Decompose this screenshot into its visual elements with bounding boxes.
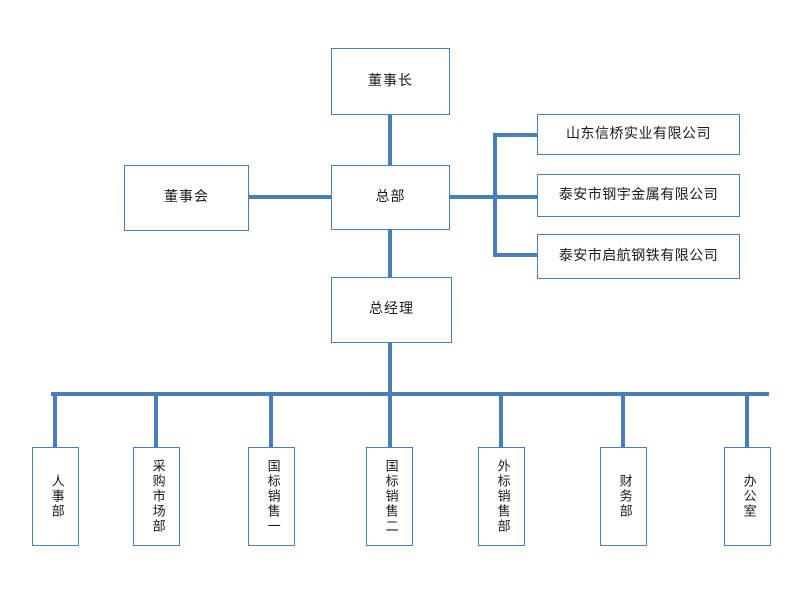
connector-department-drop-1 bbox=[53, 392, 57, 448]
node-department-gb-sales-1[interactable]: 国标销售一 bbox=[248, 447, 295, 546]
node-department-gb-sales-2-label: 国标销售二 bbox=[382, 459, 398, 534]
connector-subsidiary-branch-1 bbox=[493, 133, 539, 137]
node-subsidiary-3-label: 泰安市启航钢铁有限公司 bbox=[558, 247, 719, 264]
connector-board-to-headquarters bbox=[248, 195, 332, 199]
connector-general-manager-to-department-bus bbox=[388, 342, 392, 396]
connector-department-drop-5 bbox=[499, 392, 503, 448]
node-headquarters-label: 总部 bbox=[375, 188, 406, 205]
node-department-office[interactable]: 办公室 bbox=[724, 447, 771, 546]
connector-subsidiary-branch-2 bbox=[493, 195, 539, 199]
node-chairman[interactable]: 董事长 bbox=[331, 48, 450, 115]
node-department-procurement-market[interactable]: 采购市场部 bbox=[133, 447, 180, 546]
node-department-procurement-market-label: 采购市场部 bbox=[149, 459, 165, 534]
connector-department-drop-4 bbox=[388, 392, 392, 448]
node-subsidiary-2-label: 泰安市钢宇金属有限公司 bbox=[558, 186, 719, 203]
connector-subsidiary-branch-3 bbox=[493, 253, 539, 257]
node-subsidiary-1-label: 山东信桥实业有限公司 bbox=[566, 125, 711, 142]
node-department-finance-label: 财务部 bbox=[616, 474, 632, 519]
connector-department-bus bbox=[51, 392, 769, 396]
node-chairman-label: 董事长 bbox=[368, 72, 413, 89]
node-department-office-label: 办公室 bbox=[740, 474, 756, 519]
connector-headquarters-to-subsidiary-bus bbox=[449, 195, 497, 199]
node-department-hr-label: 人事部 bbox=[48, 474, 64, 519]
connector-headquarters-to-general-manager bbox=[388, 229, 392, 278]
connector-chairman-to-headquarters bbox=[388, 114, 392, 166]
node-headquarters[interactable]: 总部 bbox=[331, 165, 450, 230]
node-department-foreign-standard-sales[interactable]: 外标销售部 bbox=[478, 447, 525, 546]
node-general-manager-label: 总经理 bbox=[369, 301, 414, 318]
connector-department-drop-3 bbox=[269, 392, 273, 448]
node-subsidiary-2[interactable]: 泰安市钢宇金属有限公司 bbox=[537, 174, 740, 217]
node-department-foreign-standard-sales-label: 外标销售部 bbox=[494, 459, 510, 534]
connector-department-drop-7 bbox=[745, 392, 749, 448]
node-department-gb-sales-1-label: 国标销售一 bbox=[264, 459, 280, 534]
node-board-of-directors[interactable]: 董事会 bbox=[124, 165, 249, 231]
connector-department-drop-2 bbox=[154, 392, 158, 448]
node-subsidiary-1[interactable]: 山东信桥实业有限公司 bbox=[537, 114, 740, 155]
node-board-of-directors-label: 董事会 bbox=[164, 189, 209, 206]
node-subsidiary-3[interactable]: 泰安市启航钢铁有限公司 bbox=[537, 234, 740, 279]
node-general-manager[interactable]: 总经理 bbox=[331, 277, 452, 343]
node-department-hr[interactable]: 人事部 bbox=[32, 447, 79, 546]
node-department-gb-sales-2[interactable]: 国标销售二 bbox=[366, 447, 413, 546]
node-department-finance[interactable]: 财务部 bbox=[600, 447, 647, 546]
connector-department-drop-6 bbox=[621, 392, 625, 448]
